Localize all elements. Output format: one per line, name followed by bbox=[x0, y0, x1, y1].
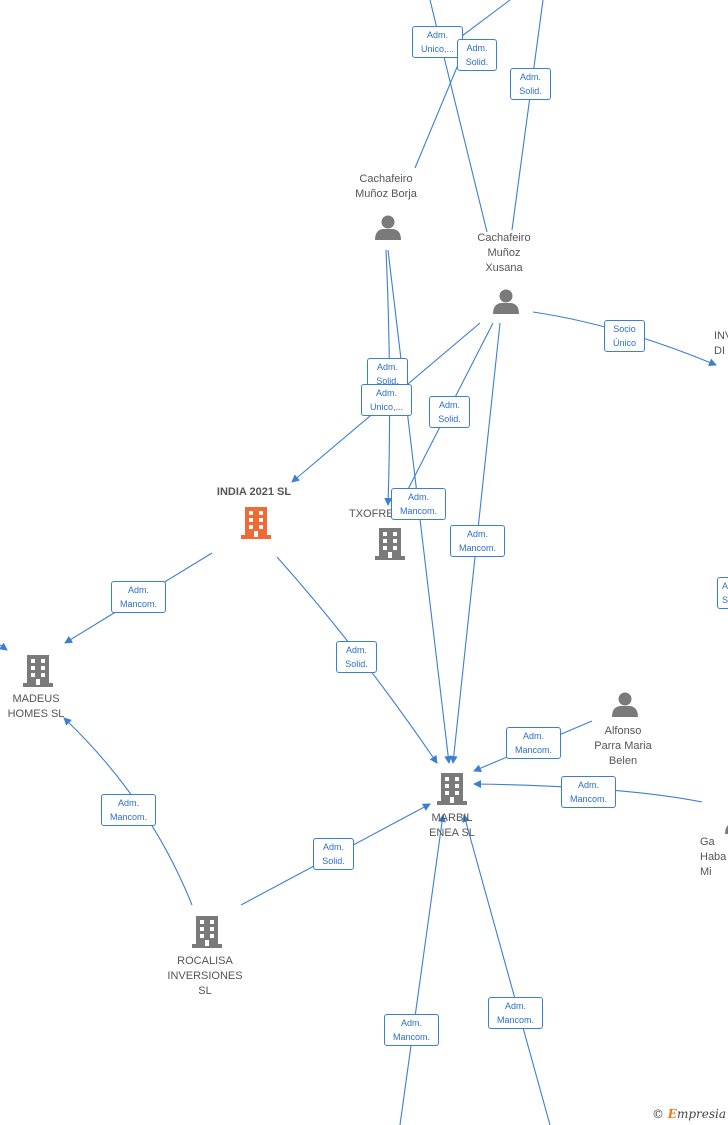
brand-watermark: © Empresia bbox=[652, 1107, 726, 1121]
edge-label-mid-adm-mancom-2[interactable]: Adm.Mancom. bbox=[450, 525, 505, 557]
edge-top-4 bbox=[414, 59, 461, 169]
edge-top-3 bbox=[511, 0, 544, 231]
edge-label-alfonso-marbil[interactable]: Adm.Mancom. bbox=[506, 727, 561, 759]
edge-bottom-1 bbox=[399, 814, 447, 1125]
edge-label-ga-marbil[interactable]: Adm.Mancom. bbox=[561, 776, 616, 808]
building-icon-rocalisa bbox=[192, 916, 222, 948]
edge-label-mid-adm-solid-2[interactable]: Adm.Solid. bbox=[429, 396, 470, 428]
edge-label-top-adm-solid-1[interactable]: Adm.Solid. bbox=[457, 39, 497, 71]
edge-label-rocalisa-marbil[interactable]: Adm.Solid. bbox=[313, 838, 354, 870]
person-icon bbox=[493, 289, 519, 314]
brand-name: mpresia bbox=[676, 1107, 726, 1121]
person-icon bbox=[375, 215, 401, 240]
edge-label-top-adm-unico[interactable]: Adm.Unico,... bbox=[412, 26, 463, 58]
edge-label-bottom-2[interactable]: Adm.Mancom. bbox=[488, 997, 543, 1029]
edge-label-bottom-1[interactable]: Adm.Mancom. bbox=[384, 1014, 439, 1046]
edge-left-partial bbox=[0, 642, 8, 651]
edge-label-india-marbil[interactable]: Adm.Solid. bbox=[336, 641, 377, 673]
building-icon-txofre bbox=[375, 528, 405, 560]
brand-initial: E bbox=[667, 1107, 677, 1121]
edge-label-india-madeus[interactable]: Adm.Mancom. bbox=[111, 581, 166, 613]
person-icon bbox=[725, 825, 728, 834]
building-icon-madeus bbox=[23, 655, 53, 687]
edge-label-top-adm-solid-2[interactable]: Adm.Solid. bbox=[510, 68, 551, 100]
edge-label-rocalisa-madeus[interactable]: Adm.Mancom. bbox=[101, 794, 156, 826]
edge-label-mid-adm-unico[interactable]: Adm.Unico,... bbox=[361, 384, 412, 416]
building-icon-marbil bbox=[437, 773, 467, 805]
node-label-inv-partial[interactable]: INVDI bbox=[714, 330, 728, 357]
node-label-india[interactable]: INDIA 2021 SL bbox=[216, 486, 292, 498]
edge-label-mid-adm-mancom-1[interactable]: Adm.Mancom. bbox=[391, 488, 446, 520]
node-label-txofre[interactable]: TXOFRE bbox=[349, 508, 394, 520]
copyright-symbol: © bbox=[651, 1107, 664, 1121]
building-icon-india bbox=[241, 507, 271, 539]
person-icon bbox=[612, 692, 638, 717]
edge-bottom-2 bbox=[462, 814, 551, 1125]
